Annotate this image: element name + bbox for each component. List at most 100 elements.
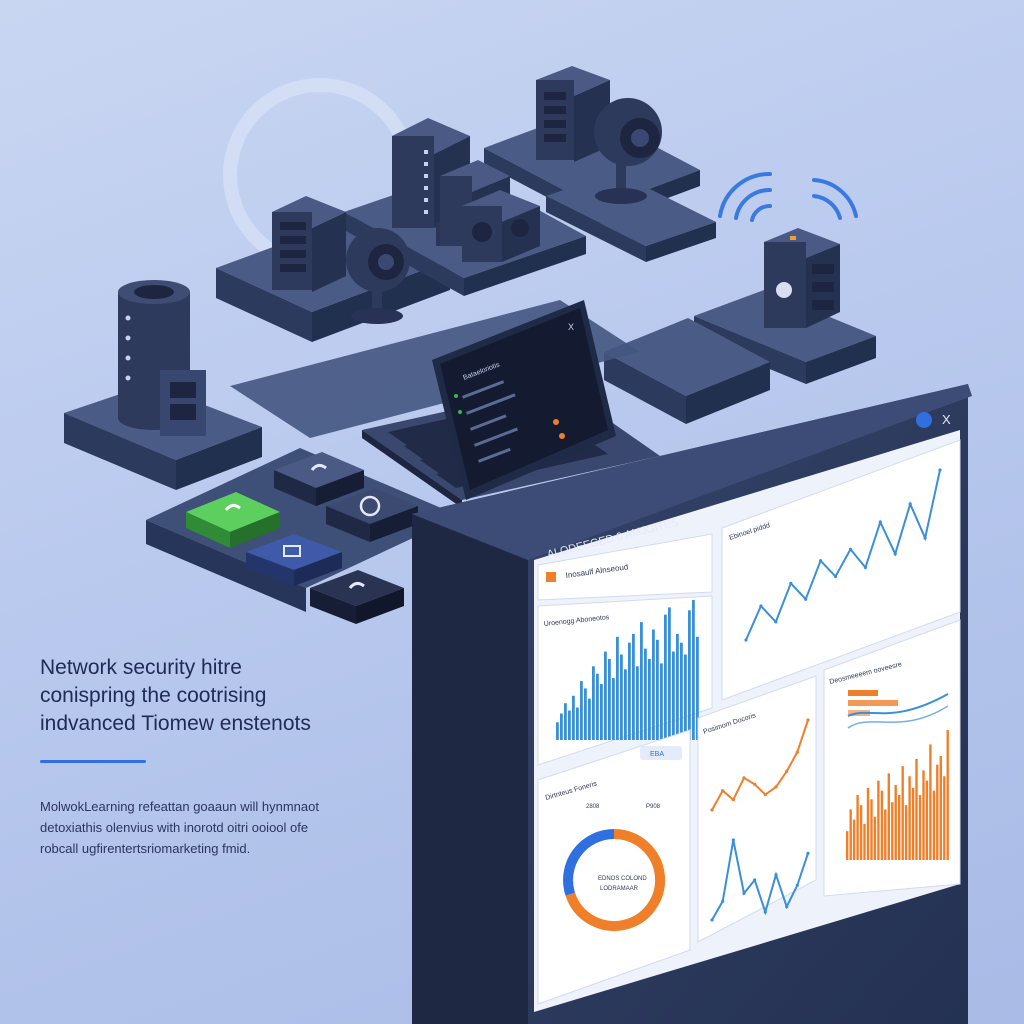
server-rack-right	[536, 66, 610, 162]
bar-mark	[636, 666, 639, 740]
line-point	[863, 565, 868, 570]
line-point	[923, 536, 927, 540]
line-point	[731, 838, 735, 842]
bar-mark	[911, 787, 915, 860]
bar-mark	[584, 688, 587, 740]
server-rack-left	[272, 196, 346, 292]
bar-mark	[849, 809, 852, 860]
bar-mark	[592, 666, 595, 740]
bar-mark	[656, 639, 659, 740]
bar-mark	[887, 773, 890, 860]
bar-mark	[891, 802, 894, 860]
bar-mark	[560, 713, 563, 740]
bar-mark	[925, 780, 929, 860]
cylinder-tower	[118, 280, 206, 436]
bar-mark	[580, 681, 583, 740]
user-avatar[interactable]	[916, 412, 932, 428]
dashboard-close-icon[interactable]: X	[942, 412, 951, 427]
bar-mark	[904, 805, 908, 860]
tray-icon	[283, 545, 301, 557]
phone-icon	[224, 503, 241, 511]
stacked-bars	[847, 690, 949, 729]
camera-left	[346, 228, 410, 324]
bar-mark	[616, 636, 619, 740]
bar-mark	[856, 795, 859, 860]
panel-donut	[537, 729, 691, 1005]
line-point	[938, 468, 942, 472]
body-line-3: robcall ugfirentertsriomarketing fmid.	[40, 841, 251, 856]
bar-mark	[684, 654, 687, 740]
camera-right	[594, 98, 662, 204]
series-line	[745, 469, 941, 641]
headline: Network security hitre conisрring the co…	[40, 654, 400, 738]
bar-mark	[922, 770, 925, 860]
line-point	[721, 899, 725, 903]
line-point	[742, 891, 746, 895]
platform-right-mid	[546, 172, 716, 262]
line-point	[806, 851, 810, 855]
green-call-key[interactable]	[186, 492, 280, 548]
blue-key[interactable]	[246, 534, 342, 586]
bar-mark	[898, 795, 901, 860]
line-point	[742, 776, 746, 780]
bar-mark	[564, 703, 567, 740]
line-point	[878, 520, 882, 524]
headline-line-3: indvanced Tiomew enstenots	[40, 712, 311, 735]
blue-line-chart-small	[710, 838, 810, 922]
body-copy: MolwokLearning refeattan goaaun will hyn…	[40, 796, 380, 859]
bar-mark	[884, 809, 887, 860]
bar-mark	[915, 758, 918, 860]
bar-mark	[943, 776, 946, 860]
bar-mark	[863, 823, 866, 860]
platform-right-lower	[604, 318, 770, 424]
line-point	[721, 789, 725, 793]
bar-mark	[692, 600, 695, 740]
line-point	[893, 552, 897, 556]
line-point	[795, 750, 799, 754]
bar-mark	[880, 790, 884, 860]
panel-badge[interactable]	[640, 746, 682, 760]
line-point	[908, 502, 912, 506]
line-point	[774, 620, 778, 624]
headline-line-1: Network security hitre	[40, 656, 242, 679]
phone-key-top[interactable]	[274, 452, 364, 506]
bar-mark	[852, 819, 856, 860]
bar-mark	[612, 678, 615, 740]
bar-mark	[652, 629, 655, 740]
bar-mark	[576, 707, 579, 740]
phone-key-bottom[interactable]	[310, 570, 404, 624]
line-point	[819, 559, 823, 563]
phone-icon	[348, 581, 365, 589]
laptop-close-icon[interactable]: X	[568, 322, 574, 332]
bar-mark	[846, 831, 849, 860]
accent-rule	[40, 760, 146, 763]
donut-slice	[565, 829, 666, 931]
bar-mark	[680, 642, 683, 740]
line-point	[710, 918, 714, 922]
clock-key[interactable]	[326, 488, 418, 542]
line-point	[833, 574, 838, 579]
line-point	[774, 785, 778, 789]
bar-mark	[556, 722, 559, 740]
bar-mark	[939, 756, 942, 860]
donut-badge-1: 2808	[586, 804, 600, 810]
bar-mark	[908, 776, 911, 860]
line-point	[804, 597, 808, 601]
bar-mark	[664, 614, 667, 740]
bar-mark	[620, 654, 623, 740]
phone-icon	[310, 463, 327, 471]
bar-mark	[946, 730, 949, 860]
donut-badge-2: P908	[646, 804, 661, 810]
body-line-2: detoxiathis olenvius with inorotd oitri …	[40, 820, 309, 835]
line-point	[759, 604, 763, 608]
wifi-signal-icon	[718, 171, 858, 222]
line-point	[744, 638, 748, 642]
bar-mark	[877, 780, 880, 860]
donut-chart	[563, 829, 666, 931]
bar-mark	[596, 673, 599, 740]
bar-mark	[668, 607, 671, 740]
bar-mark	[676, 633, 679, 740]
bar-mark	[648, 658, 651, 740]
bar-mark	[624, 669, 627, 740]
